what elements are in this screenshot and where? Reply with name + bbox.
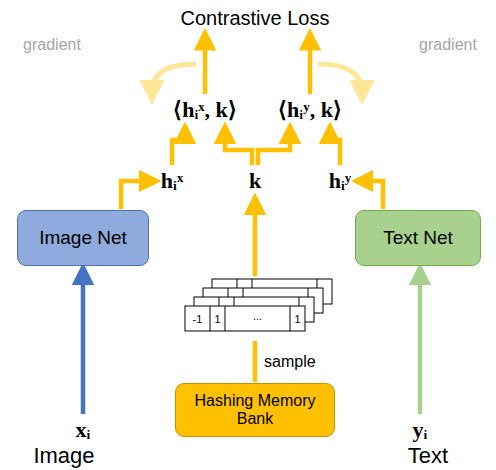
flow-arrow	[308, 33, 313, 95]
loss-label: Contrastive Loss	[179, 6, 332, 31]
edge-label: sample	[264, 353, 316, 371]
card-outline	[185, 306, 305, 331]
hash-vector: hᵢʸ	[327, 167, 354, 195]
hash-code-card	[185, 306, 305, 331]
hash-code: k	[247, 167, 263, 195]
code-bit: -1	[193, 313, 203, 325]
flow-arrow	[418, 267, 423, 414]
gradient-label: gradient	[23, 36, 81, 54]
code-bit: 1	[294, 313, 300, 325]
gradient-arrow	[152, 64, 196, 100]
node-text: k	[249, 168, 261, 194]
node-text: Image Net	[39, 227, 127, 249]
node-text: Hashing Memory Bank	[185, 392, 325, 429]
inner-product: ⟨hᵢʸ, k⟩	[276, 96, 344, 124]
card-cell-divider	[225, 306, 226, 331]
flow-arrow	[81, 267, 86, 414]
hash-code-stack	[185, 279, 332, 331]
code-bit: 1	[214, 313, 220, 325]
node-text: Text Net	[383, 227, 453, 249]
inner-product: ⟨hᵢˣ, k⟩	[171, 96, 239, 124]
gradient-arrow	[318, 64, 362, 100]
flow-arrow	[355, 181, 383, 209]
input-vector: xᵢ	[74, 416, 93, 444]
card-cell-divider	[210, 306, 211, 331]
flow-arrow	[330, 126, 340, 165]
node-text: Contrastive Loss	[181, 7, 330, 30]
node-text: hᵢˣ	[161, 168, 183, 194]
node-text: hᵢʸ	[329, 168, 352, 194]
flow-arrow	[258, 126, 290, 165]
node-text: ⟨hᵢˣ, k⟩	[173, 97, 237, 123]
flow-arrow	[203, 33, 208, 95]
node-text: ⟨hᵢʸ, k⟩	[278, 97, 342, 123]
gradient-label: gradient	[419, 36, 477, 54]
input-vector: yᵢ	[411, 416, 430, 444]
network-box: Text Net	[355, 210, 481, 266]
modality-label: Image	[33, 443, 94, 469]
flow-arrow	[121, 181, 157, 209]
flow-arrow	[225, 126, 252, 165]
modality-label: Text	[408, 443, 448, 469]
flow-arrow	[172, 126, 185, 165]
node-text: yᵢ	[413, 417, 428, 443]
memory-bank-box: Hashing Memory Bank	[175, 383, 335, 437]
card-cell-divider	[290, 306, 291, 331]
code-ellipsis: ...	[253, 310, 262, 322]
network-box: Image Net	[17, 210, 149, 266]
node-text: xᵢ	[76, 417, 91, 443]
flow-arrow	[253, 197, 258, 382]
hash-vector: hᵢˣ	[159, 167, 185, 195]
